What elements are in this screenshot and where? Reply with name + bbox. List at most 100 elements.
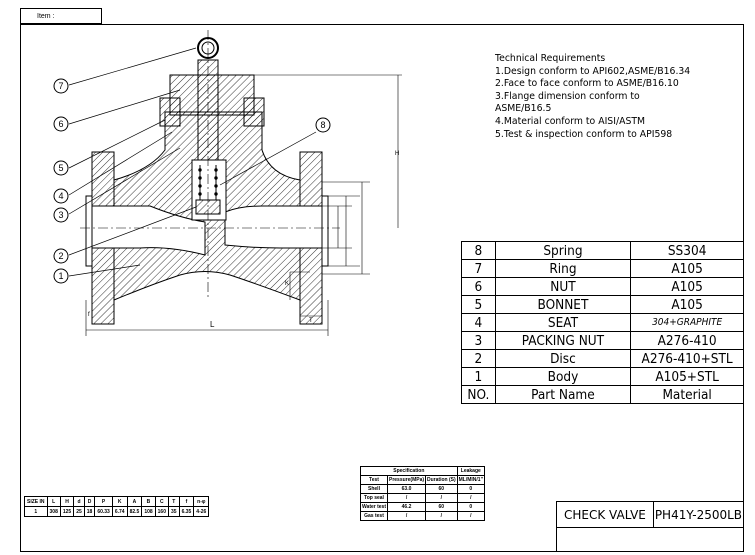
technical-title: Technical Requirements [495,53,606,64]
technical-line: 1.Design conform to API602,ASME/B16.34 [495,65,691,77]
part-name: Disc [494,349,632,368]
title-block: CHECK VALVE PH41Y-2500LB [556,501,745,528]
size-header-cell: n-φ [193,496,210,507]
spec-cell: Gas test [360,511,388,521]
size-header-cell: B [141,496,156,507]
left-flange-face [85,195,93,267]
technical-requirements: Technical Requirements 1.Design conform … [495,53,690,141]
size-value-cell: 6.35 [178,506,195,517]
size-header-cell: f [178,496,195,507]
svg-text:4: 4 [58,191,63,201]
title-name: CHECK VALVE [556,501,654,528]
spec-group-header: Specification [360,466,458,476]
part-material: 304+GRAPHITE [630,313,744,332]
technical-line: 5.Test & inspection conform to API598 [495,128,673,140]
spec-cell: Shell [360,484,388,494]
technical-line: 3.Flange dimension conform to [495,90,640,102]
spec-row: Gas test / / / [360,511,485,521]
spec-cell: / [456,493,485,503]
part-name: BONNET [494,295,632,314]
balloon-7: 7 [53,78,69,94]
item-label: Item : [20,8,102,24]
part-no: 7 [461,259,496,278]
test-specification-table: Specification Leakage Test Pressure(MPa)… [360,466,485,521]
part-material: A276-410 [630,331,744,350]
size-header-cell: T [168,496,180,507]
spec-cell: / [456,511,485,521]
part-no: 8 [461,241,496,260]
spec-cell: / [386,493,427,503]
right-flange-face [321,195,329,267]
part-no: 6 [461,277,496,296]
size-value-cell: 25 [73,506,85,517]
size-header-row: SIZE IN L H d D P K A B C T f n-φ [24,496,210,507]
size-header-cell: D [83,496,96,507]
dimension-labels: L T H f K [88,151,399,329]
part-material: A276-410+STL [630,349,744,368]
size-value-cell: 82.5 [126,506,143,517]
part-no: 1 [461,367,496,386]
dim-T-label: T [309,318,313,324]
part-material: A105+STL [630,367,744,386]
size-value-cell: 160 [154,506,170,517]
spec-header-row: Test Pressure(MPa) Duration (S) ML/MIN/1… [360,475,485,485]
part-material: SS304 [630,241,744,260]
balloon-8: 8 [315,117,331,133]
technical-line: 2.Face to face conform to ASME/B16.10 [495,78,679,90]
balloon-1: 1 [53,268,69,284]
dim-f-label: f [88,312,90,318]
spec-cell: Top seal [360,493,388,503]
size-value-cell: 35 [168,506,180,517]
bonnet-nut-left [159,97,181,127]
spec-cell: / [386,511,427,521]
svg-text:5: 5 [58,163,63,173]
part-name: Ring [494,259,632,278]
dim-H-label: H [395,151,399,157]
size-header-cell: P [94,496,113,507]
inlet-passage [91,205,206,256]
spec-cell: 60 [425,484,458,494]
bonnet-nut-right [243,97,265,127]
part-no: 5 [461,295,496,314]
title-block-base [556,527,744,552]
balloon-2: 2 [53,248,69,264]
size-dimension-table: SIZE IN L H d D P K A B C T f n-φ 1 308 … [24,496,210,517]
size-header-cell: SIZE IN [24,496,48,507]
spec-cell: 0 [456,484,485,494]
svg-text:6: 6 [58,119,63,129]
valve-body-drawing [68,30,402,336]
drawing-frame [20,24,744,552]
size-value-cell: 60.33 [94,506,113,517]
part-name-header: Part Name [494,385,632,404]
spec-group-row: Specification Leakage [360,466,485,476]
part-name: NUT [494,277,632,296]
spec-header-cell: ML/MIN/1" [456,475,485,485]
svg-text:2: 2 [58,251,63,261]
part-name: SEAT [494,313,632,332]
part-material: A105 [630,259,744,278]
size-header-cell: K [111,496,128,507]
balloon-4: 4 [53,188,69,204]
svg-text:3: 3 [58,210,63,220]
balloon-5: 5 [53,160,69,176]
size-value-cell: 4-26 [193,506,210,517]
part-name: PACKING NUT [494,331,632,350]
part-name: Spring [494,241,632,260]
size-header-cell: H [59,496,75,507]
part-no-header: NO. [461,385,496,404]
spec-cell: 46.2 [386,502,427,512]
size-header-cell: d [73,496,85,507]
title-row: CHECK VALVE PH41Y-2500LB [556,501,745,528]
spec-cell: 0 [456,502,485,512]
svg-text:1: 1 [58,271,63,281]
part-name: Body [494,367,632,386]
size-value-cell: 125 [59,506,75,517]
